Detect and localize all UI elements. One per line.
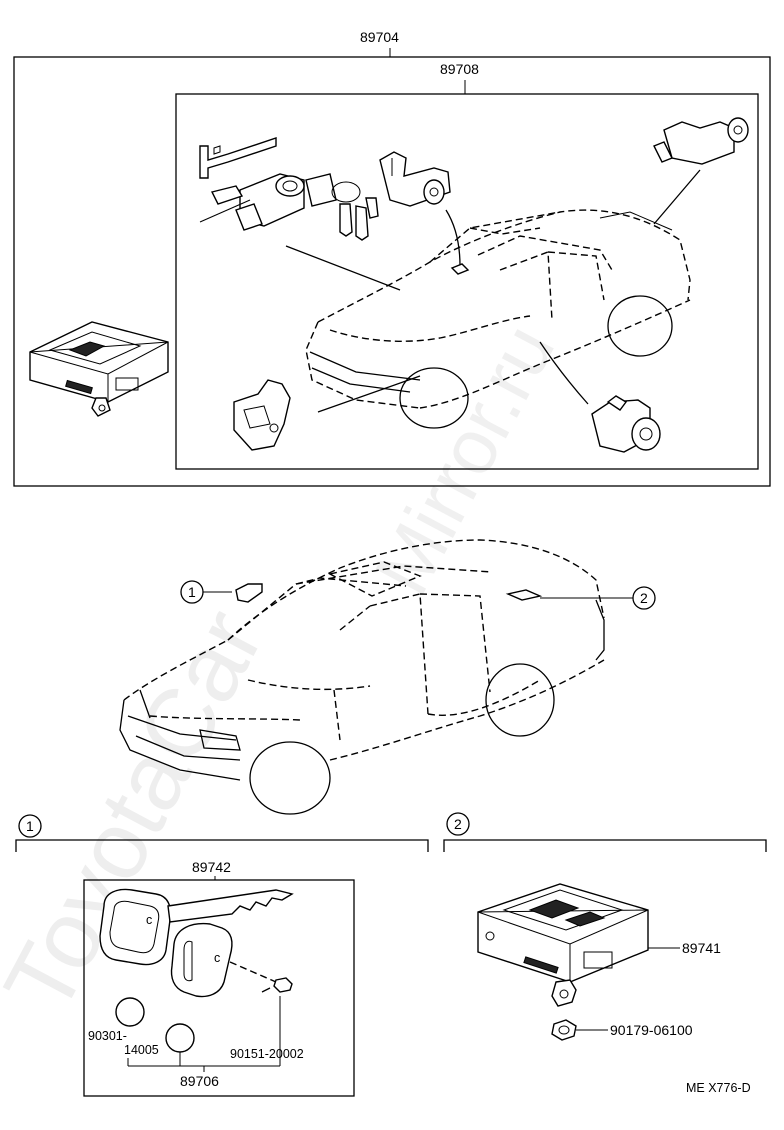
ignition-cylinder[interactable]	[199, 173, 305, 231]
battery-left[interactable]	[115, 997, 145, 1027]
label-90179-06100[interactable]: 90179-06100	[610, 1022, 693, 1038]
door-lock-cylinder-right[interactable]	[591, 395, 661, 453]
label-89704[interactable]: 89704	[360, 29, 399, 45]
detail-2-computer: 2 89741 90179-06100	[443, 812, 767, 1041]
transponder-key[interactable]: c	[99, 888, 294, 966]
label-89708[interactable]: 89708	[440, 61, 479, 77]
key-location-marker[interactable]	[235, 583, 263, 603]
immobiliser-computer[interactable]	[477, 883, 649, 1007]
immobiliser-computer-top[interactable]	[29, 321, 169, 417]
computer-location-marker[interactable]	[505, 589, 543, 601]
svg-text:c: c	[146, 913, 152, 927]
leader-door-lock-left	[445, 209, 461, 267]
label-89742[interactable]: 89742	[192, 859, 231, 875]
detail-1-callout[interactable]	[18, 814, 42, 838]
screw-90151[interactable]	[261, 977, 293, 993]
ignition-bracket[interactable]	[199, 137, 277, 179]
leader-door-lock-right	[539, 341, 589, 405]
door-latch-assembly[interactable]	[233, 379, 291, 451]
leader-latch	[317, 375, 421, 413]
car-outline-top	[305, 209, 691, 429]
callout-number-1: 1	[188, 584, 196, 600]
watermark-line2: Mirror.ru	[357, 310, 571, 608]
leader-ignition	[285, 245, 401, 291]
key-cover[interactable]: c	[170, 922, 233, 998]
battery-center[interactable]	[165, 1023, 195, 1053]
detail-1-key: 1 89742 c c 90301- 14005 90151-20002	[15, 814, 429, 1097]
label-14005[interactable]: 14005	[124, 1043, 159, 1057]
label-90301[interactable]: 90301-	[88, 1029, 127, 1043]
label-90151-20002[interactable]: 90151-20002	[230, 1047, 304, 1061]
door-lock-cylinder-left[interactable]	[379, 151, 451, 207]
car-overview: 1 2	[119, 539, 656, 815]
diagram-code: ME X776-D	[686, 1081, 751, 1095]
callout-number-2: 2	[640, 590, 648, 606]
svg-text:c: c	[214, 951, 220, 965]
nut-90179[interactable]	[551, 1019, 577, 1041]
detail-2-number: 2	[454, 816, 462, 832]
key-ring-with-keys[interactable]	[305, 173, 379, 241]
trunk-lock-cylinder[interactable]	[653, 117, 749, 165]
detail-2-callout[interactable]	[446, 812, 470, 836]
assembly-89704: 89704 89708	[13, 29, 771, 487]
detail-1-number: 1	[26, 818, 34, 834]
label-89706[interactable]: 89706	[180, 1073, 219, 1089]
label-89741[interactable]: 89741	[682, 940, 721, 956]
leader-trunk-lock	[653, 169, 701, 225]
